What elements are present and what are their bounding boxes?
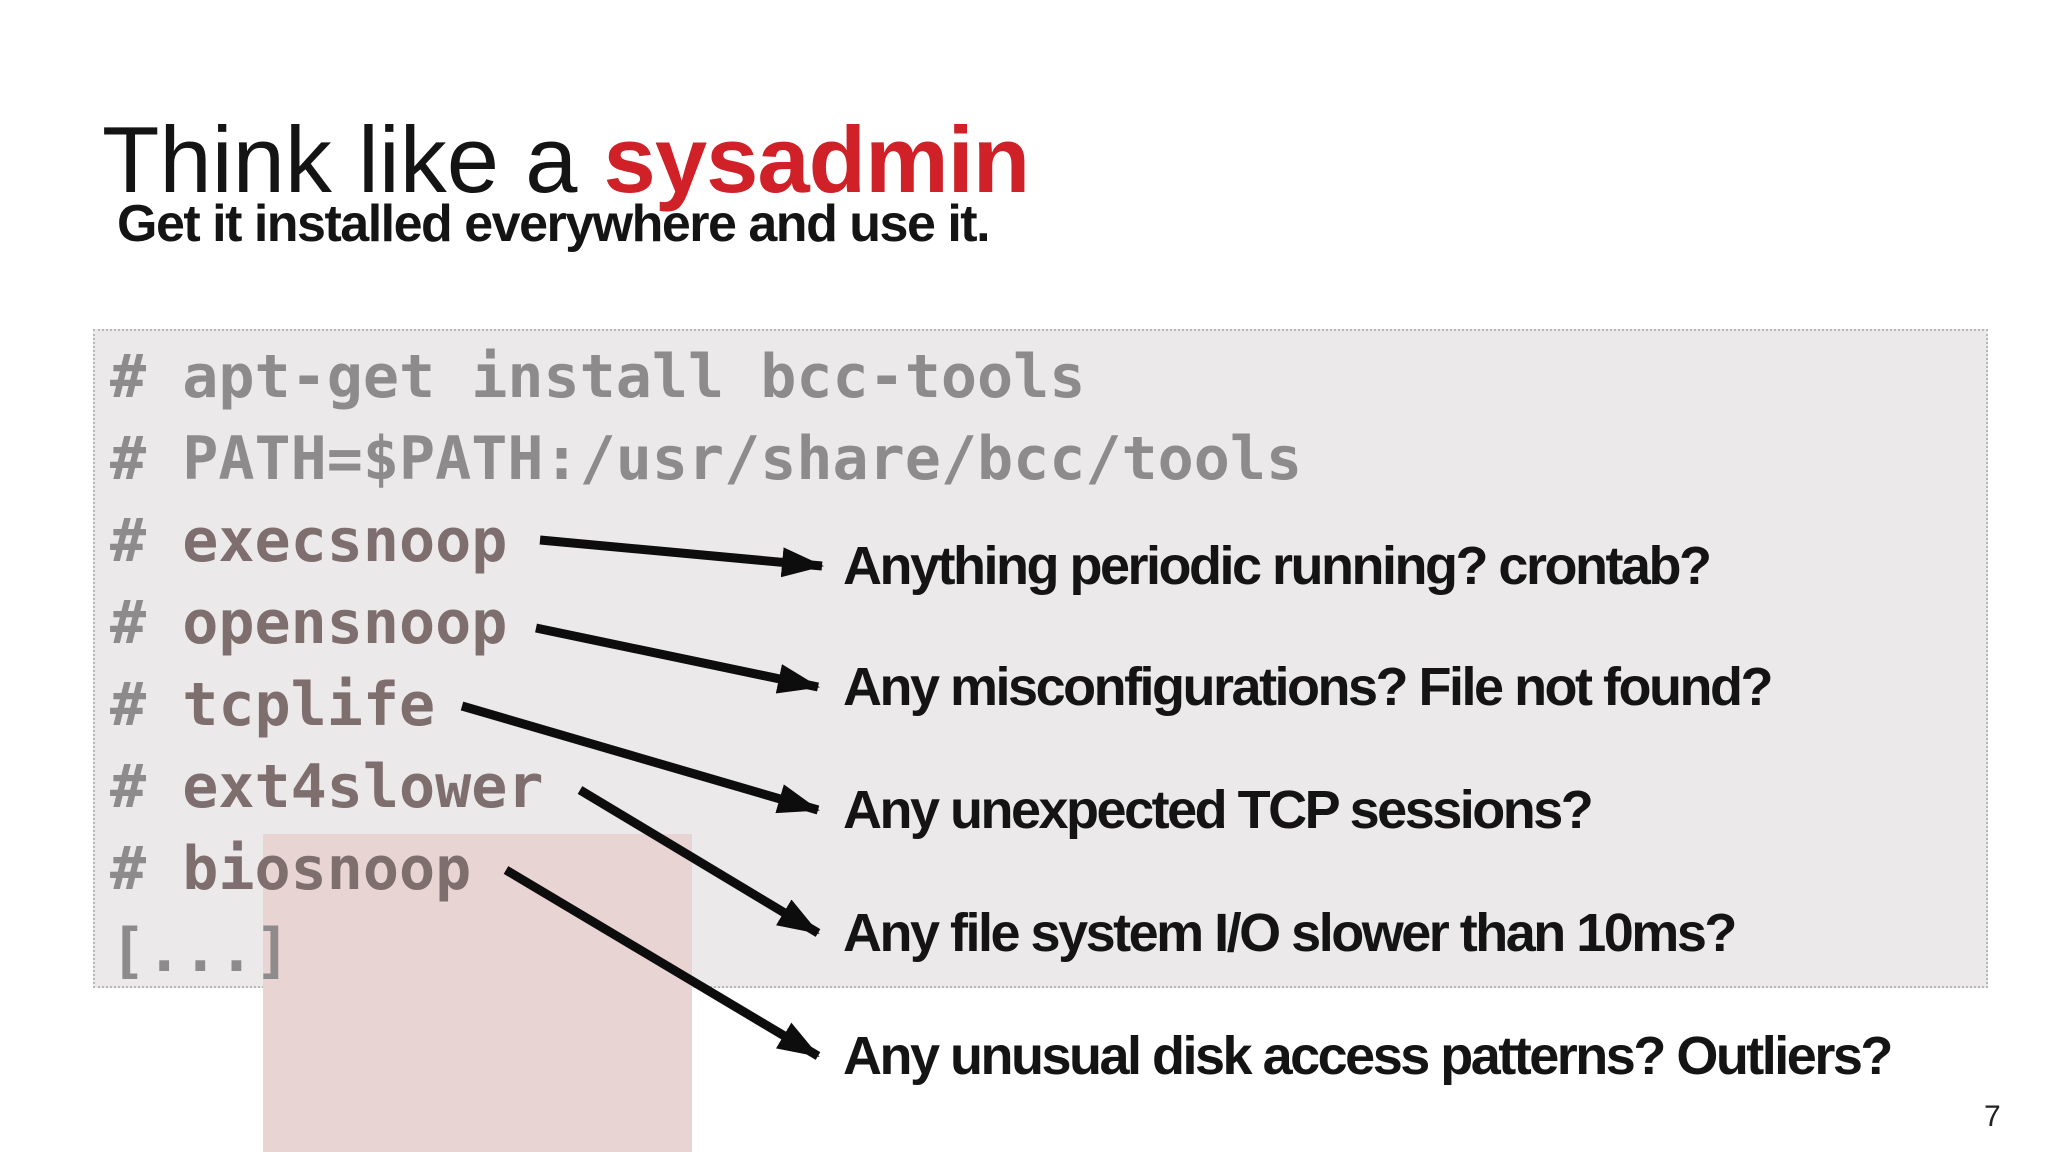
annotation-biosnoop: Any unusual disk access patterns? Outlie… [843, 1026, 1893, 1086]
code-line: # biosnoop [110, 828, 471, 910]
command-text: PATH=$PATH:/usr/share/bcc/tools [182, 424, 1303, 494]
annotation-ext4slower: Any file system I/O slower than 10ms? [843, 903, 1737, 963]
code-line: # apt-get install bcc-tools [110, 336, 1085, 418]
shell-prompt: # [110, 588, 183, 658]
tool-name-opensnoop: opensnoop [182, 588, 508, 658]
code-line: # PATH=$PATH:/usr/share/bcc/tools [110, 418, 1302, 500]
title-text: Think like a [102, 106, 604, 212]
shell-prompt: # [110, 424, 183, 494]
code-line: # opensnoop [110, 582, 507, 664]
shell-prompt: # [110, 342, 183, 412]
tool-name-biosnoop: biosnoop [182, 834, 472, 904]
annotation-opensnoop: Any misconfigurations? File not found? [843, 657, 1773, 717]
tool-name-ext4slower: ext4slower [182, 752, 544, 822]
shell-prompt: # [110, 670, 183, 740]
command-text: apt-get install bcc-tools [182, 342, 1086, 412]
title-highlight-word: sysadmin [603, 106, 1031, 212]
shell-prompt: # [110, 506, 183, 576]
subtitle: Get it installed everywhere and use it. [117, 195, 991, 253]
shell-prompt: # [110, 752, 183, 822]
terminal-snippet [93, 329, 1988, 1152]
page-title: Think like a sysadmin [102, 112, 1030, 207]
tool-name-tcplife: tcplife [182, 670, 436, 740]
code-line: [...] [110, 910, 291, 992]
code-line: # ext4slower [110, 746, 543, 828]
tool-name-execsnoop: execsnoop [182, 506, 508, 576]
annotation-execsnoop: Anything periodic running? crontab? [843, 536, 1712, 596]
shell-prompt: # [110, 834, 183, 904]
command-text: [...] [110, 916, 291, 986]
annotation-tcplife: Any unexpected TCP sessions? [843, 780, 1594, 840]
page-number: 7 [1984, 1100, 2001, 1133]
code-line: # tcplife [110, 664, 435, 746]
code-line: # execsnoop [110, 500, 507, 582]
